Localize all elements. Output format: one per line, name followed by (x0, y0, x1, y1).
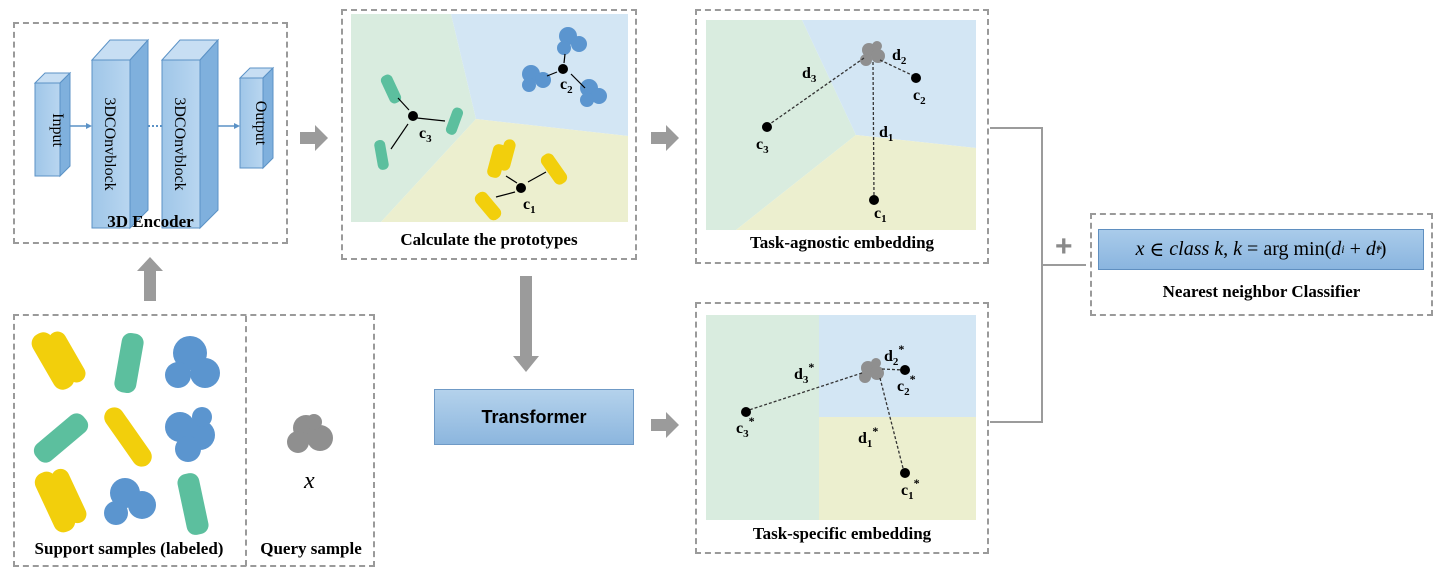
plus-sign: + (1055, 230, 1073, 263)
conv-block-1: 3DCOnvblock (90, 38, 150, 230)
specific-c3-dot (741, 407, 751, 417)
prototype-c2-dot (558, 64, 568, 74)
input-block: Input (33, 71, 72, 178)
specific-caption: Task-specific embedding (752, 524, 932, 543)
prototypes-box (341, 9, 637, 260)
support-samples-grid (31, 331, 220, 535)
green-support-samples (33, 332, 209, 535)
conv-block-2: 3DCOnvblock (160, 38, 220, 230)
support-box (13, 314, 375, 567)
output-block: Output (238, 66, 275, 170)
query-caption: Query sample (260, 539, 362, 558)
support-caption: Support samples (labeled) (34, 539, 224, 558)
agnostic-d2-line (879, 59, 917, 78)
specific-d2-line (881, 368, 905, 371)
arrow-support-to-encoder (137, 257, 163, 301)
agnostic-d1-line (872, 61, 875, 200)
prototype-c3-dot (408, 111, 418, 121)
arrow-prototypes-to-agnostic (651, 125, 679, 151)
encoder-caption: 3D Encoder (107, 212, 194, 231)
specific-query-sample (859, 358, 884, 383)
specific-d3-line (745, 372, 863, 412)
input-label: Input (49, 113, 66, 147)
agnostic-c2-dot (911, 73, 921, 83)
agnostic-diagram: d3 d2 d1 c3 c2 c1 (706, 20, 976, 230)
prototypes-caption: Calculate the prototypes (400, 230, 578, 249)
specific-box (695, 302, 989, 554)
green-prototype-samples (374, 74, 464, 170)
yellow-support-samples (31, 331, 152, 533)
specific-c2-dot (900, 365, 910, 375)
agnostic-c3-dot (762, 122, 772, 132)
prototypes-diagram: c3 c2 c1 (351, 14, 628, 222)
conv-label-2: 3DCOnvblock (171, 97, 188, 190)
query-sample-shape (287, 414, 333, 453)
arrow-encoder-to-prototypes (300, 125, 328, 151)
specific-diagram: d3* d2* d1* c3* c2* c1* (706, 315, 976, 520)
prototype-c1-dot (516, 183, 526, 193)
classifier-box (1090, 213, 1433, 316)
encoder-box (13, 22, 288, 244)
agnostic-box (695, 9, 989, 264)
classifier-connector (990, 127, 1086, 423)
encoder-diagram: Input 3DCOnvblock 3DCOnvblock Output (33, 38, 275, 230)
classifier-caption: Nearest neighbor Classifier (1162, 282, 1361, 301)
agnostic-caption: Task-agnostic embedding (749, 233, 935, 252)
agnostic-query-sample (860, 41, 885, 66)
transformer-block: Transformer (434, 389, 634, 445)
query-symbol: x (304, 468, 315, 494)
blue-prototype-samples (522, 27, 607, 107)
arrow-prototypes-to-transformer (513, 276, 539, 372)
yellow-prototype-samples (474, 139, 568, 221)
specific-c1-dot (900, 468, 910, 478)
prototype-arrows (390, 53, 586, 198)
query-divider (245, 316, 247, 566)
output-label: Output (252, 101, 269, 146)
conv-label-1: 3DCOnvblock (101, 97, 118, 190)
agnostic-c1-dot (869, 195, 879, 205)
specific-d1-line (879, 377, 905, 473)
blue-support-samples (104, 336, 220, 525)
arrow-transformer-to-specific (651, 412, 679, 438)
